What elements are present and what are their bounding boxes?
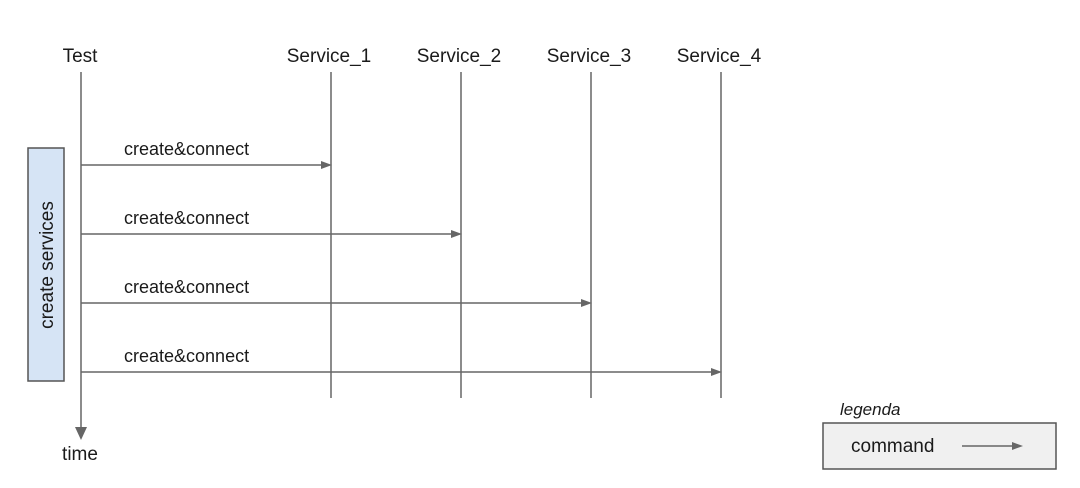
create-services-group xyxy=(27,147,65,382)
message-arrowhead-4 xyxy=(711,368,722,376)
message-label-4: create&connect xyxy=(124,346,249,366)
message-arrowhead-3 xyxy=(581,299,592,307)
legend-arrowhead xyxy=(1012,442,1023,450)
message-label-1: create&connect xyxy=(124,139,249,159)
time-axis-arrowhead xyxy=(75,427,87,440)
participants: Service_1 Service_2 Service_3 Service_4 xyxy=(287,46,762,398)
create-services-label: create services xyxy=(37,201,58,329)
legend-title: legenda xyxy=(840,400,901,419)
message-label-2: create&connect xyxy=(124,208,249,228)
message-label-3: create&connect xyxy=(124,277,249,297)
actor-label: Test xyxy=(63,46,99,67)
legend-command-label: command xyxy=(851,436,934,457)
participant-label-3: Service_3 xyxy=(547,46,632,67)
messages: create&connect create&connect create&conne… xyxy=(81,139,722,376)
message-arrowhead-1 xyxy=(321,161,332,169)
time-label: time xyxy=(62,444,98,465)
participant-label-1: Service_1 xyxy=(287,46,372,67)
participant-label-4: Service_4 xyxy=(677,46,762,67)
message-arrowhead-2 xyxy=(451,230,462,238)
participant-label-2: Service_2 xyxy=(417,46,502,67)
